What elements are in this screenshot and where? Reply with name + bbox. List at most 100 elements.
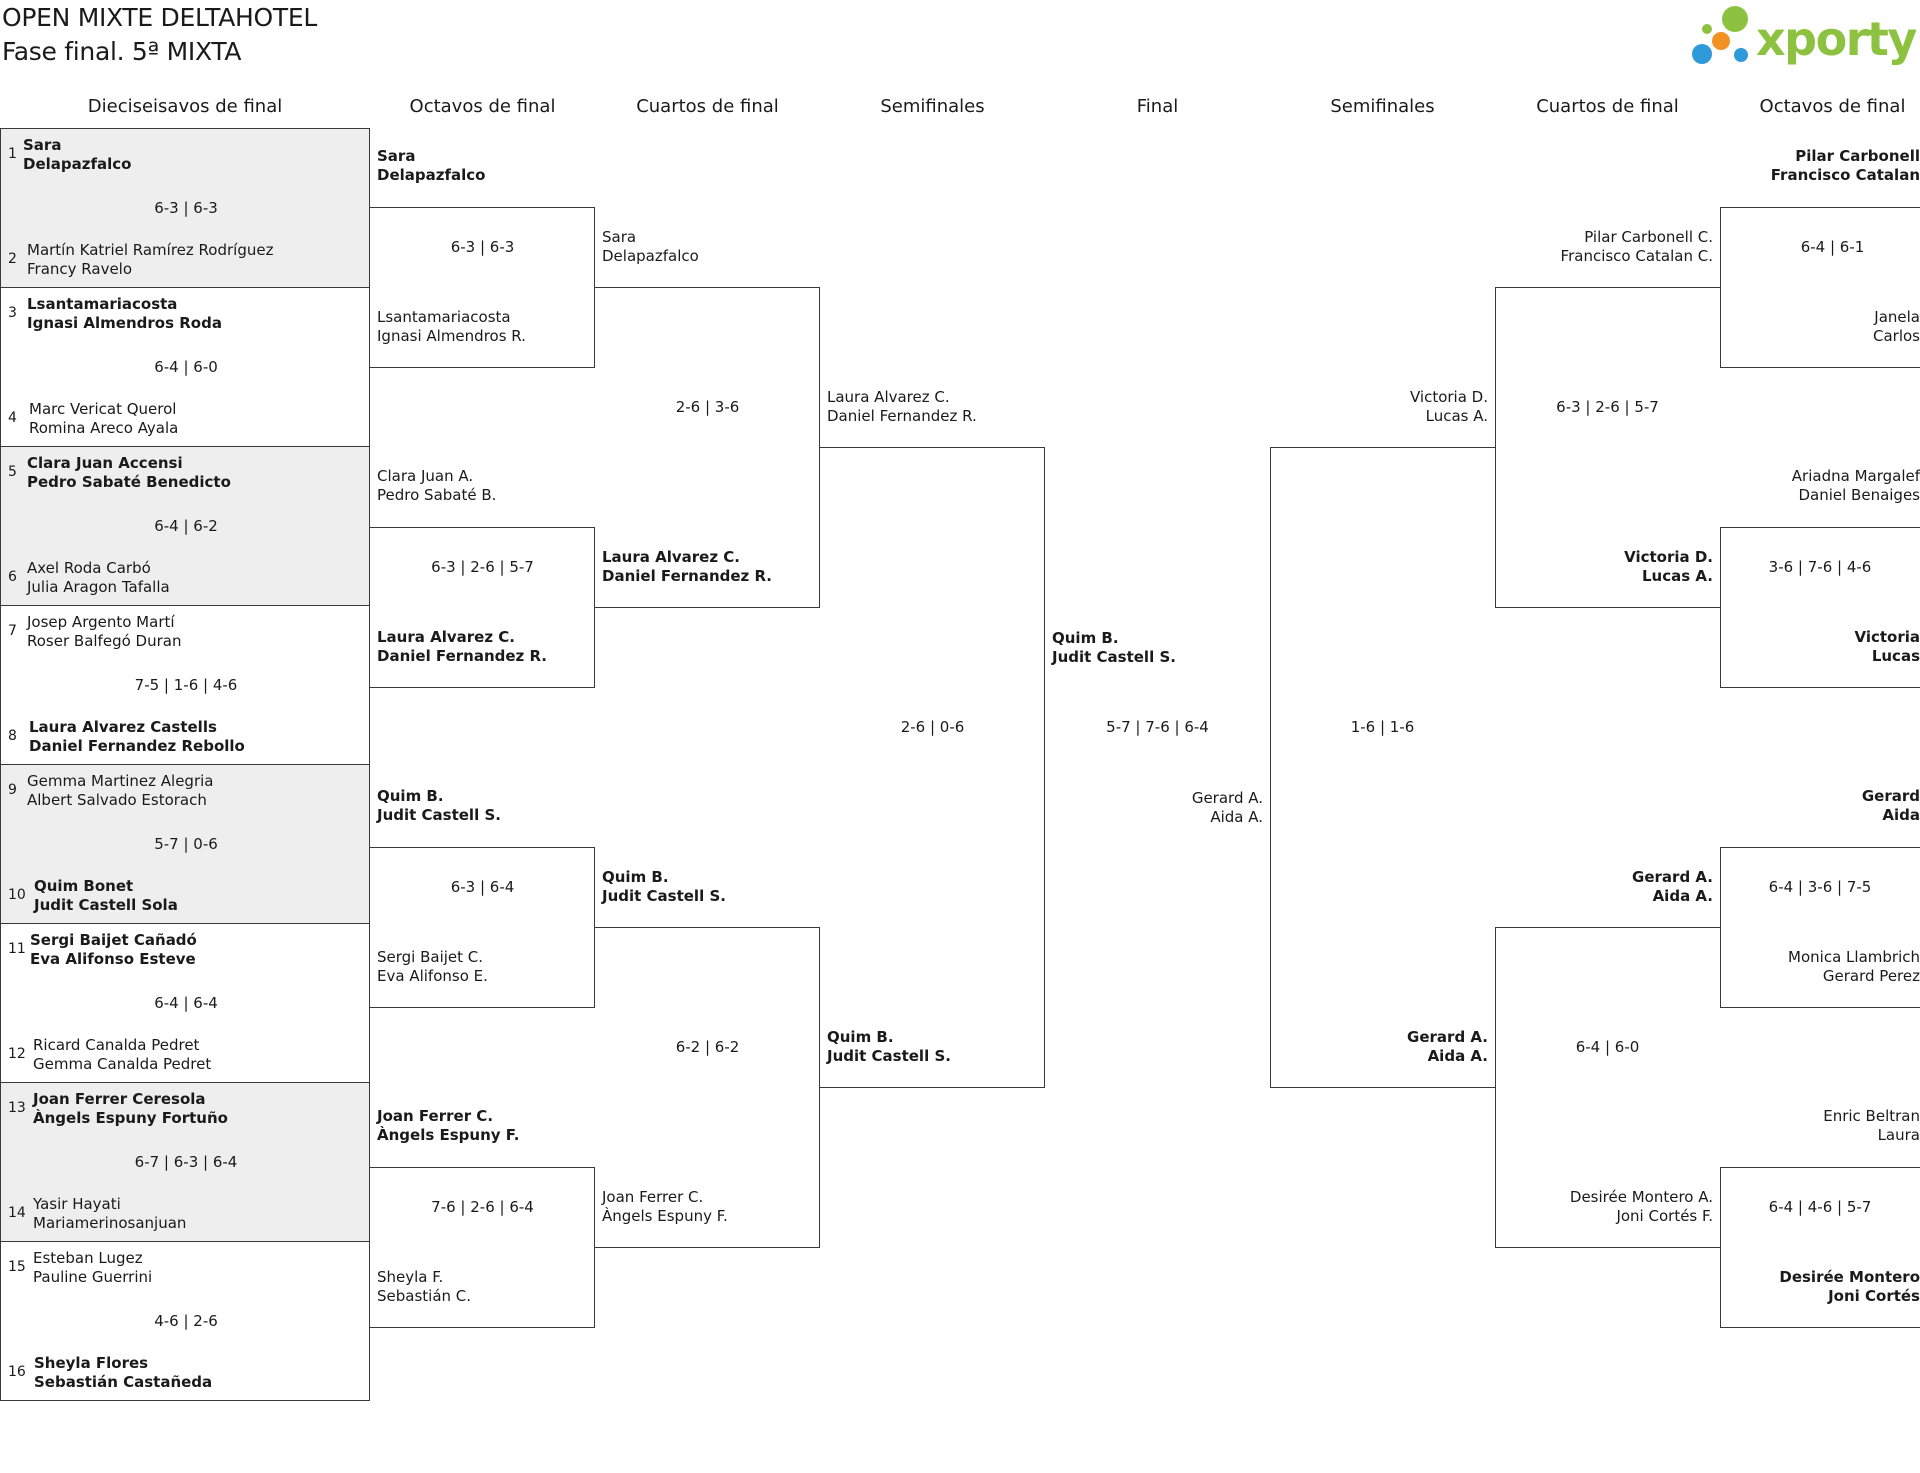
player-line: Joan Ferrer C. [602, 1188, 704, 1206]
match-score: 6-4 | 4-6 | 5-7 [1768, 1198, 1872, 1216]
seed-number: 8 [8, 728, 17, 744]
match-r32-6: 11 Sergi Baijet Cañadó Eva Alifonso Este… [0, 923, 370, 1083]
match-r16-right-1 [1720, 207, 1920, 368]
match-r32-1: 1 Sara Delapazfalco 6-3 | 6-3 2 Martín K… [0, 128, 370, 288]
match-qf-right-1 [1495, 287, 1721, 608]
player-line: Eva Alifonso Esteve [30, 950, 196, 968]
match-r16-right-4 [1720, 1167, 1920, 1328]
match-r32-7: 13 Joan Ferrer Ceresola Àngels Espuny Fo… [0, 1082, 370, 1242]
player-line: Delapazfalco [602, 247, 699, 265]
player-line: Sebastián Castañeda [34, 1373, 213, 1391]
player-line: Clara Juan A. [377, 467, 474, 485]
player-line: Quim B. [377, 787, 444, 805]
player-line: Lsantamariacosta [377, 308, 511, 326]
player-line: Judit Castell Sola [34, 896, 178, 914]
player-line: Romina Areco Ayala [29, 419, 179, 437]
match-score: 6-3 | 6-4 [450, 878, 515, 896]
match-score: 6-2 | 6-2 [675, 1038, 740, 1056]
player-line: Joni Cortés [1828, 1287, 1920, 1305]
final-score: 5-7 | 7-6 | 6-4 [1106, 718, 1209, 736]
player-line: Gemma Martinez Alegria [27, 772, 214, 790]
player-line: Sheyla F. [377, 1268, 444, 1286]
match-r32-8: 15 Esteban Lugez Pauline Guerrini 4-6 | … [0, 1241, 370, 1401]
player-line: Pilar Carbonell C. [1584, 228, 1713, 246]
player-line: Yasir Hayati [33, 1195, 121, 1213]
player-line: Joni Cortés F. [1616, 1207, 1713, 1225]
player-line: Gerard A. [1632, 868, 1713, 886]
player-line: Judit Castell S. [602, 887, 726, 905]
header-r16-right: Octavos de final [1759, 96, 1906, 117]
player-line: Àngels Espuny F. [377, 1126, 520, 1144]
player-line: Enric Beltran [1823, 1107, 1920, 1125]
player-line: Laura Alvarez Castells [29, 718, 217, 736]
match-score: 6-4 | 6-0 [1575, 1038, 1640, 1056]
player-line: Janela [1874, 308, 1920, 326]
xporty-logo[interactable]: xporty [1688, 2, 1920, 72]
player-line: Victoria D. [1624, 548, 1713, 566]
player-line: Laura Alvarez C. [602, 548, 740, 566]
header-sf-left: Semifinales [880, 96, 985, 117]
player-line: Ignasi Almendros Roda [27, 314, 222, 332]
player-line: Gemma Canalda Pedret [33, 1055, 212, 1073]
match-score: 1-6 | 1-6 [1350, 718, 1415, 736]
player-line: Daniel Fernandez R. [602, 567, 773, 585]
match-score: 6-4 | 3-6 | 7-5 [1768, 878, 1872, 896]
player-line: Sara [23, 136, 62, 154]
match-r32-5: 9 Gemma Martinez Alegria Albert Salvado … [0, 764, 370, 924]
seed-number: 6 [8, 569, 17, 585]
match-r32-2: 3 Lsantamariacosta Ignasi Almendros Roda… [0, 287, 370, 447]
player-line: Ricard Canalda Pedret [33, 1036, 200, 1054]
match-r32-3: 5 Clara Juan Accensi Pedro Sabaté Benedi… [0, 446, 370, 606]
player-line: Julia Aragon Tafalla [27, 578, 170, 596]
player-line: Sara [602, 228, 637, 246]
player-line: Francisco Catalan [1770, 166, 1920, 184]
header-qf-left: Cuartos de final [636, 96, 779, 117]
player-line: Eva Alifonso E. [377, 967, 488, 985]
player-line: Lucas A. [1642, 567, 1713, 585]
phase-subtitle: Fase final. 5ª MIXTA [2, 37, 242, 66]
match-score: 6-4 | 6-4 [154, 994, 218, 1012]
player-line: Quim B. [827, 1028, 894, 1046]
player-line: Ignasi Almendros R. [377, 327, 526, 345]
match-score: 4-6 | 2-6 [154, 1312, 218, 1330]
player-line: Aida A. [1652, 887, 1713, 905]
match-score: 7-6 | 2-6 | 6-4 [431, 1198, 534, 1216]
match-score: 2-6 | 0-6 [900, 718, 965, 736]
player-line: Àngels Espuny Fortuño [33, 1109, 228, 1127]
player-line: Gerard Perez [1822, 967, 1920, 985]
player-line: Quim Bonet [34, 877, 134, 895]
player-line: Àngels Espuny F. [602, 1207, 728, 1225]
player-line: Delapazfalco [377, 166, 486, 184]
match-score: 5-7 | 0-6 [154, 835, 218, 853]
match-score: 6-3 | 6-3 [154, 199, 218, 217]
seed-number: 1 [8, 146, 17, 162]
seed-number: 16 [8, 1364, 26, 1380]
player-line: Roser Balfegó Duran [27, 632, 182, 650]
player-line: Lucas [1871, 647, 1920, 665]
match-sf-left [819, 447, 1045, 1088]
player-line: Quim B. [602, 868, 669, 886]
player-line: Laura Alvarez C. [377, 628, 515, 646]
seed-number: 7 [8, 623, 17, 639]
match-r16-right-3 [1720, 847, 1920, 1008]
match-sf-right [1270, 447, 1496, 1088]
seed-number: 11 [8, 941, 26, 957]
match-score: 6-4 | 6-2 [154, 517, 218, 535]
player-line: Daniel Benaiges [1798, 486, 1920, 504]
player-line: Daniel Fernandez Rebollo [29, 737, 245, 755]
player-line: Sebastián C. [377, 1287, 472, 1305]
player-line: Sergi Baijet Cañadó [30, 931, 197, 949]
match-r32-4: 7 Josep Argento Martí Roser Balfegó Dura… [0, 605, 370, 765]
player-line: Laura Alvarez C. [827, 388, 950, 406]
player-line: Daniel Fernandez R. [377, 647, 548, 665]
player-line: Daniel Fernandez R. [827, 407, 977, 425]
player-line: Ariadna Margalef [1791, 467, 1920, 485]
match-r16-right-2 [1720, 527, 1920, 688]
header-sf-right: Semifinales [1330, 96, 1435, 117]
seed-number: 5 [8, 464, 17, 480]
player-line: Lsantamariacosta [27, 295, 178, 313]
match-score: 6-3 | 6-3 [450, 238, 515, 256]
player-line: Carlos [1873, 327, 1920, 345]
player-line: Laura [1877, 1126, 1920, 1144]
player-line: Aida [1882, 806, 1920, 824]
